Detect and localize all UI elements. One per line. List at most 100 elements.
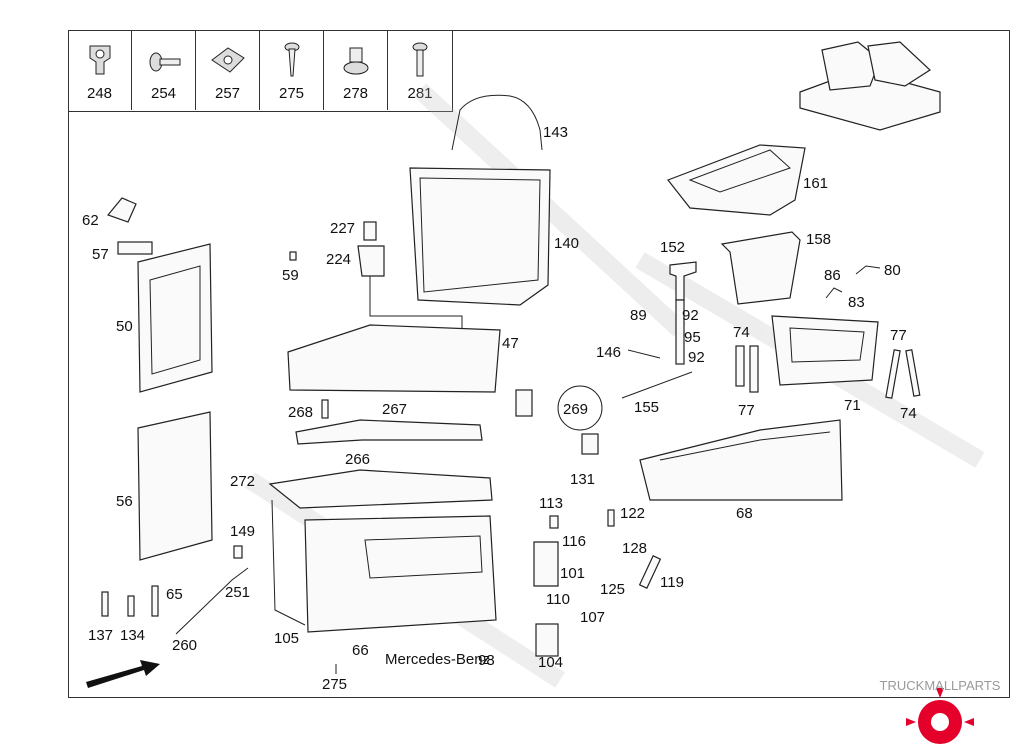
part-268 xyxy=(321,399,329,419)
part-131 xyxy=(581,433,599,455)
part-143-handle xyxy=(451,94,543,151)
part-95 xyxy=(675,299,685,365)
label-77a: 77 xyxy=(890,327,907,344)
part-119 xyxy=(638,555,662,589)
label-272: 272 xyxy=(230,473,255,490)
label-83: 83 xyxy=(848,294,865,311)
part-57 xyxy=(117,241,153,255)
part-146 xyxy=(627,349,661,359)
label-80: 80 xyxy=(884,262,901,279)
part-224 xyxy=(357,245,385,277)
label-143: 143 xyxy=(543,124,568,141)
expansion-nut-icon xyxy=(343,47,369,75)
part-137 xyxy=(101,591,109,617)
legend-cell: 248 xyxy=(68,30,132,110)
label-50: 50 xyxy=(116,318,133,335)
part-98-storage-box xyxy=(304,515,497,633)
label-268: 268 xyxy=(288,404,313,421)
label-146: 146 xyxy=(596,344,621,361)
part-227 xyxy=(363,221,377,241)
label-74b: 74 xyxy=(900,405,917,422)
label-275: 275 xyxy=(322,676,347,693)
part-101-hinge xyxy=(533,541,559,587)
part-140-backrest xyxy=(409,167,551,306)
legend-number: 278 xyxy=(342,85,369,102)
label-113: 113 xyxy=(539,495,563,512)
part-83 xyxy=(825,287,843,299)
label-65: 65 xyxy=(166,586,183,603)
label-95: 95 xyxy=(684,329,701,346)
label-104: 104 xyxy=(538,654,563,671)
legend-number: 248 xyxy=(86,85,113,102)
label-140: 140 xyxy=(554,235,579,252)
part-149 xyxy=(233,545,243,559)
cab-overview-thumbnail xyxy=(799,41,941,131)
part-50-side-panel xyxy=(137,243,213,393)
label-161: 161 xyxy=(803,175,828,192)
label-107: 107 xyxy=(580,609,605,626)
label-92b: 92 xyxy=(688,349,705,366)
part-62 xyxy=(106,197,137,223)
label-105: 105 xyxy=(274,630,299,647)
part-105-frame xyxy=(271,499,306,626)
legend-number: 257 xyxy=(214,85,241,102)
label-122: 122 xyxy=(620,505,645,522)
clip-nut-icon xyxy=(211,47,245,73)
diagram-frame xyxy=(68,30,1010,698)
part-number-labels: 143 140 161 62 57 227 224 59 152 158 86 … xyxy=(82,124,917,693)
part-267-frame-bar xyxy=(295,419,483,445)
legend-number: 281 xyxy=(407,85,433,102)
part-71-compartment xyxy=(771,315,879,386)
label-68: 68 xyxy=(736,505,753,522)
label-134: 134 xyxy=(120,627,145,644)
bolt-icon xyxy=(412,42,428,77)
label-137: 137 xyxy=(88,627,113,644)
label-224: 224 xyxy=(326,251,351,268)
part-65 xyxy=(151,585,159,617)
tapping-screw-icon xyxy=(284,42,300,77)
part-56-side-panel xyxy=(137,411,213,561)
label-116: 116 xyxy=(562,533,586,550)
label-62: 62 xyxy=(82,212,99,229)
truckmallparts-logo: TRUCKMALLPARTS xyxy=(880,678,1001,744)
part-59 xyxy=(289,251,297,261)
label-158: 158 xyxy=(806,231,831,248)
part-80 xyxy=(855,265,881,275)
label-251: 251 xyxy=(225,584,250,601)
part-122 xyxy=(607,509,615,527)
part-74-right xyxy=(905,349,921,397)
label-267: 267 xyxy=(382,401,407,418)
part-260-rod xyxy=(175,567,249,635)
label-155: 155 xyxy=(634,399,659,416)
legend-number: 275 xyxy=(278,85,305,102)
legend-cell: 278 xyxy=(324,30,388,110)
fastener-legend: 248 254 257 275 278 281 xyxy=(68,30,453,112)
label-86: 86 xyxy=(824,267,841,284)
label-57: 57 xyxy=(92,246,109,263)
legend-cell: 257 xyxy=(196,30,260,110)
legend-cell: 281 xyxy=(388,30,452,110)
flat-screw-icon xyxy=(149,52,181,72)
label-47: 47 xyxy=(502,335,519,352)
part-47-cushion xyxy=(287,324,501,393)
part-104-hinge xyxy=(535,623,559,657)
part-155-rod xyxy=(621,371,693,399)
label-98: 98 xyxy=(478,652,495,669)
label-269: 269 xyxy=(563,401,588,418)
label-266: 266 xyxy=(345,451,370,468)
part-158-box xyxy=(720,231,801,305)
label-56: 56 xyxy=(116,493,133,510)
label-119: 119 xyxy=(660,574,684,591)
label-74a: 74 xyxy=(733,324,750,341)
part-269-callout xyxy=(557,385,603,431)
label-89: 89 xyxy=(630,307,647,324)
part-161-tray xyxy=(667,144,806,216)
label-128: 128 xyxy=(622,540,647,557)
label-149: 149 xyxy=(230,523,255,540)
logo-text: TRUCKMALLPARTS xyxy=(880,678,1001,693)
part-77-left xyxy=(749,345,759,393)
label-66: 66 xyxy=(352,642,369,659)
label-101: 101 xyxy=(560,565,585,582)
legend-cell: 275 xyxy=(260,30,324,110)
